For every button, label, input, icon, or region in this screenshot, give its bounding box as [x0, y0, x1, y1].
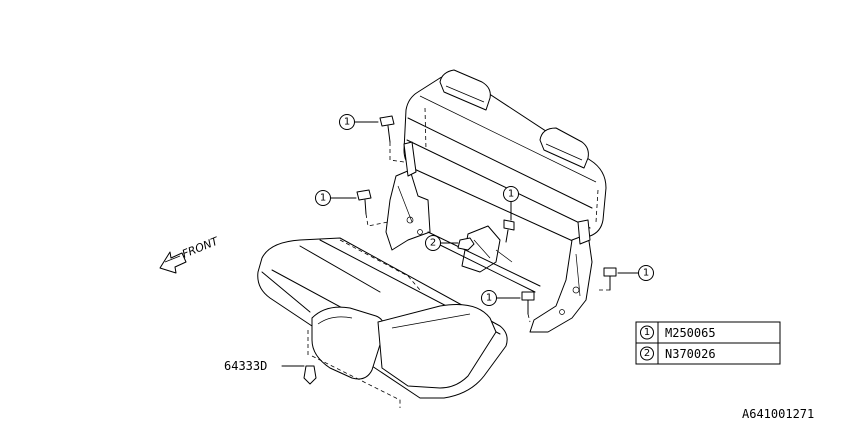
leader-lines — [330, 121, 639, 323]
callout-1-bottom: 1 — [481, 290, 497, 306]
legend-code-1: M250065 — [665, 326, 716, 340]
callout-1-center: 1 — [503, 186, 519, 202]
bolt-mid-left — [356, 189, 372, 215]
front-label: FRONT — [180, 234, 221, 261]
callout-2-center: 2 — [425, 235, 441, 251]
svg-text:1: 1 — [344, 117, 350, 128]
svg-text:1: 1 — [643, 268, 649, 279]
bolt-bottom — [521, 291, 535, 315]
bolt-top-left — [379, 115, 395, 143]
callout-1-top-left: 1 — [339, 114, 355, 130]
bolt-center — [503, 219, 515, 243]
svg-text:2: 2 — [430, 238, 436, 249]
legend-row-1: 1 M250065 — [640, 325, 716, 340]
diagram-id: A641001271 — [742, 407, 814, 421]
svg-text:1: 1 — [320, 193, 326, 204]
seat-cushion — [257, 237, 508, 399]
hook-part — [281, 365, 317, 385]
svg-text:1: 1 — [508, 189, 514, 200]
svg-text:1: 1 — [486, 293, 492, 304]
seat-frame — [385, 141, 593, 333]
svg-text:2: 2 — [644, 348, 650, 359]
part-label-64333d: 64333D — [224, 359, 267, 373]
legend-code-2: N370026 — [665, 347, 716, 361]
svg-text:1: 1 — [644, 327, 650, 338]
front-arrow-icon — [159, 251, 187, 274]
seat-back — [403, 69, 607, 243]
nut-center — [457, 237, 475, 251]
bolt-right — [603, 267, 617, 291]
cushion-hook-lines — [307, 330, 401, 408]
callout-1-right: 1 — [638, 265, 654, 281]
callout-1-mid-left: 1 — [315, 190, 331, 206]
legend-row-2: 2 N370026 — [640, 346, 716, 361]
legend-table: 1 M250065 2 N370026 — [635, 321, 781, 365]
